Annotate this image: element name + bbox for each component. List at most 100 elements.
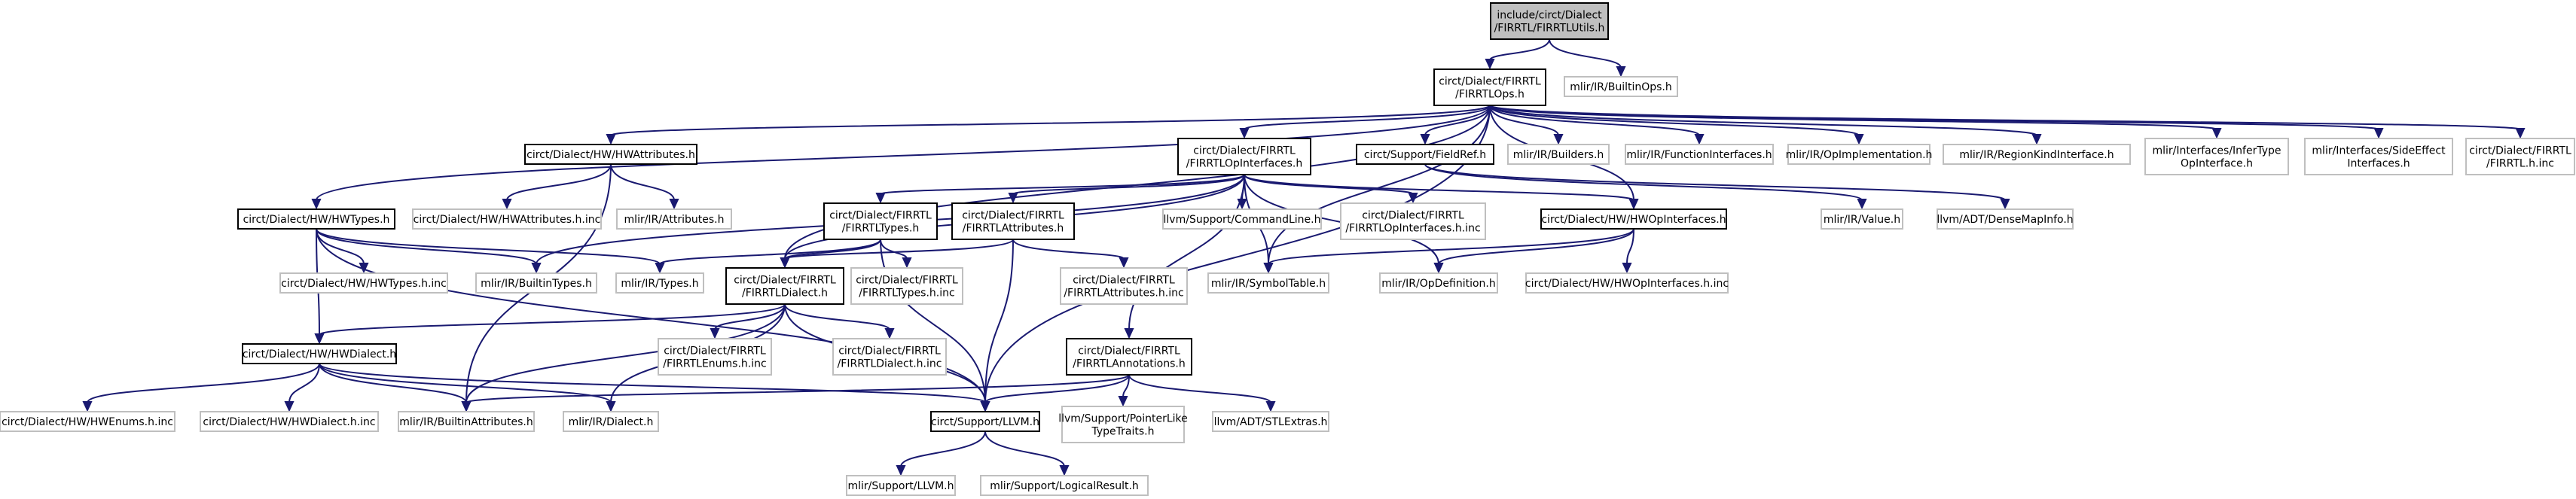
edge-arrowhead [1119, 257, 1129, 269]
edge-line [659, 239, 881, 265]
node-box [242, 343, 397, 364]
node-mlirllvm[interactable]: mlir/Support/LLVM.h [846, 475, 956, 496]
node-hwattrinc[interactable]: circt/Dialect/HW/HWAttributes.h.inc [412, 208, 602, 230]
node-root[interactable]: include/circt/Dialect/FIRRTL/FIRRTLUtils… [1490, 2, 1609, 40]
node-hwopif[interactable]: circt/Dialect/HW/HWOpInterfaces.h [1540, 208, 1727, 230]
edge-line [1489, 105, 1860, 136]
edge-root-to-builtinops [1549, 38, 1626, 78]
node-label: circt/Dialect/HW/HWAttributes.h [526, 149, 695, 161]
edge-line [1244, 174, 1634, 201]
node-annotations[interactable]: circt/Dialect/FIRRTL/FIRRTLAnnotations.h [1066, 338, 1192, 376]
node-box [615, 272, 704, 294]
edge-opinterfaces-to-opifinc [1244, 174, 1418, 204]
node-label: circt/Dialect/HW/HWDialect.h [243, 348, 396, 361]
edge-line [1489, 38, 1550, 61]
node-label: circt/Dialect/FIRRTL [1362, 210, 1464, 222]
node-label: mlir/IR/BuiltinTypes.h [481, 278, 592, 290]
edge-firrtlops-to-opimpl [1489, 105, 1864, 145]
node-hwtypesinc[interactable]: circt/Dialect/HW/HWTypes.h.inc [279, 272, 448, 294]
node-llvmh[interactable]: circt/Support/LLVM.h [930, 411, 1040, 432]
edge-arrowhead [606, 401, 616, 412]
node-firrtltypes[interactable]: circt/Dialect/FIRRTL/FIRRTLTypes.h [823, 202, 938, 240]
edge-line [1489, 105, 1559, 136]
node-hwdialectinc[interactable]: circt/Dialect/HW/HWDialect.h.inc [200, 411, 379, 432]
node-dialectinc[interactable]: circt/Dialect/FIRRTL/FIRRTLDialect.h.inc [832, 338, 947, 376]
node-opdef[interactable]: mlir/IR/OpDefinition.h [1379, 272, 1498, 294]
node-firrtlattrs[interactable]: circt/Dialect/FIRRTL/FIRRTLAttributes.h [951, 202, 1075, 240]
node-builders[interactable]: mlir/IR/Builders.h [1507, 144, 1610, 165]
node-box [412, 208, 602, 230]
node-box [1379, 272, 1498, 294]
node-value[interactable]: mlir/IR/Value.h [1821, 208, 1903, 230]
node-fieldref[interactable]: circt/Support/FieldRef.h [1356, 144, 1494, 165]
node-box [1177, 138, 1311, 175]
node-firrtlinc[interactable]: circt/Dialect/FIRRTL/FIRRTL.h.inc [2465, 138, 2575, 175]
node-hwenumsinc[interactable]: circt/Dialect/HW/HWEnums.h.inc [0, 411, 175, 432]
node-stlextras[interactable]: llvm/ADT/STLExtras.h [1212, 411, 1329, 432]
node-builtintypes[interactable]: mlir/IR/BuiltinTypes.h [475, 272, 597, 294]
node-densemap[interactable]: llvm/ADT/DenseMapInfo.h [1937, 208, 2074, 230]
graph-edges [82, 38, 2526, 476]
node-funcif[interactable]: mlir/IR/FunctionInterfaces.h [1625, 144, 1774, 165]
node-label: mlir/IR/SymbolTable.h [1211, 278, 1326, 290]
node-builtinattrs[interactable]: mlir/IR/BuiltinAttributes.h [398, 411, 535, 432]
edge-arrowhead [1239, 128, 1250, 139]
node-box [1340, 202, 1486, 240]
node-irattr[interactable]: mlir/IR/Attributes.h [616, 208, 732, 230]
edge-arrowhead [502, 199, 512, 210]
node-box [616, 208, 732, 230]
node-firrtlops[interactable]: circt/Dialect/FIRRTL/FIRRTLOps.h [1433, 68, 1546, 106]
edge-firrtlops-to-hwtypes [311, 105, 1491, 210]
node-irdialect[interactable]: mlir/IR/Dialect.h [563, 411, 659, 432]
node-opifinc[interactable]: circt/Dialect/FIRRTL/FIRRTLOpInterfaces.… [1340, 202, 1486, 240]
node-hwattr[interactable]: circt/Dialect/HW/HWAttributes.h [524, 144, 697, 165]
node-symboltable[interactable]: mlir/IR/SymbolTable.h [1207, 272, 1329, 294]
edge-line [880, 239, 908, 260]
node-box [1937, 208, 2074, 230]
node-enumsinc[interactable]: circt/Dialect/FIRRTL/FIRRTLEnums.h.inc [658, 338, 772, 376]
edge-firrtlops-to-builders [1489, 105, 1564, 145]
node-label: circt/Dialect/HW/HWEnums.h.inc [2, 416, 173, 428]
node-types[interactable]: mlir/IR/Types.h [615, 272, 704, 294]
node-hwopifinc[interactable]: circt/Dialect/HW/HWOpInterfaces.h.inc [1525, 272, 1729, 294]
edge-firrtldialect-to-dialectinc [784, 303, 895, 339]
edge-line [1549, 38, 1622, 68]
node-builtinops[interactable]: mlir/IR/BuiltinOps.h [1564, 76, 1678, 97]
node-box [1625, 144, 1774, 165]
edge-arrowhead [2373, 128, 2384, 139]
node-box [475, 272, 597, 294]
edge-line [1122, 374, 1130, 398]
edge-line [1489, 105, 2037, 136]
node-hwdialect[interactable]: circt/Dialect/HW/HWDialect.h [242, 343, 397, 364]
edge-firrtlops-to-regionkind [1489, 105, 2042, 145]
edge-arrowhead [1059, 465, 1070, 476]
node-logicalresult[interactable]: mlir/Support/LogicalResult.h [980, 475, 1149, 496]
edge-arrowhead [311, 199, 322, 210]
node-label: circt/Dialect/FIRRTL [838, 345, 941, 358]
node-hwtypes[interactable]: circt/Dialect/HW/HWTypes.h [237, 208, 395, 230]
edge-fieldref-to-densemap [1424, 163, 2010, 210]
node-attrsinc[interactable]: circt/Dialect/FIRRTL/FIRRTLAttributes.h.… [1060, 267, 1188, 305]
node-firrtldialect[interactable]: circt/Dialect/FIRRTL/FIRRTLDialect.h [725, 267, 844, 305]
edge-line [784, 303, 890, 330]
node-regionkind[interactable]: mlir/IR/RegionKindInterface.h [1943, 144, 2131, 165]
node-typesinc[interactable]: circt/Dialect/FIRRTL/FIRRTLTypes.h.inc [850, 267, 963, 305]
edge-hwtypes-to-types [316, 228, 665, 274]
edge-fieldref-to-value [1424, 163, 1867, 210]
node-label: mlir/IR/OpDefinition.h [1381, 278, 1495, 290]
node-commandline[interactable]: llvm/Support/CommandLine.h [1162, 208, 1322, 230]
node-box [2304, 138, 2453, 175]
edge-arrowhead [461, 401, 472, 412]
edge-line [1489, 105, 2521, 130]
edge-firrtlops-to-firrtlinc [1489, 105, 2526, 139]
node-opinterfaces[interactable]: circt/Dialect/FIRRTL/FIRRTLOpInterfaces.… [1177, 138, 1311, 175]
node-box [1525, 272, 1729, 294]
node-opimpl[interactable]: mlir/IR/OpImplementation.h [1786, 144, 1933, 165]
node-label: /FIRRTLAnnotations.h [1073, 358, 1185, 370]
edge-arrowhead [710, 328, 720, 339]
